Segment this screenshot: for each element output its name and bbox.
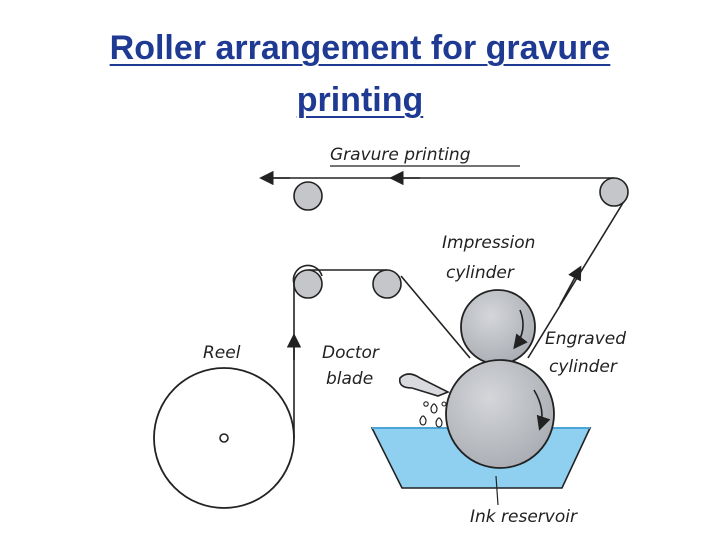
impression-label-line2: cylinder [446, 263, 515, 283]
guide-roller-top [293, 181, 323, 211]
reel-label: Reel [203, 343, 241, 363]
guide-roller-top-right [599, 177, 629, 207]
gravure-printing-label: Gravure printing [330, 145, 471, 165]
guide-roller-right [372, 269, 402, 299]
web-diagonal-arrow [559, 265, 582, 306]
page-title: Roller arrangement for gravure printing [109, 29, 611, 119]
engraved-cylinder [445, 359, 555, 469]
impression-label-line1: Impression [442, 233, 535, 253]
doctor-label-line2: blade [326, 369, 373, 389]
guide-roller-left [293, 269, 323, 299]
reel [153, 367, 295, 509]
doctor-label-line1: Doctor [322, 343, 380, 363]
ink-reservoir-label: Ink reservoir [470, 507, 578, 527]
ink-reservoir-pointer [495, 475, 499, 506]
engraved-label-line1: Engraved [545, 329, 626, 349]
web-path [265, 177, 627, 438]
doctor-blade [398, 373, 450, 428]
impression-cylinder [460, 289, 536, 365]
engraved-label-line2: cylinder [549, 357, 618, 377]
